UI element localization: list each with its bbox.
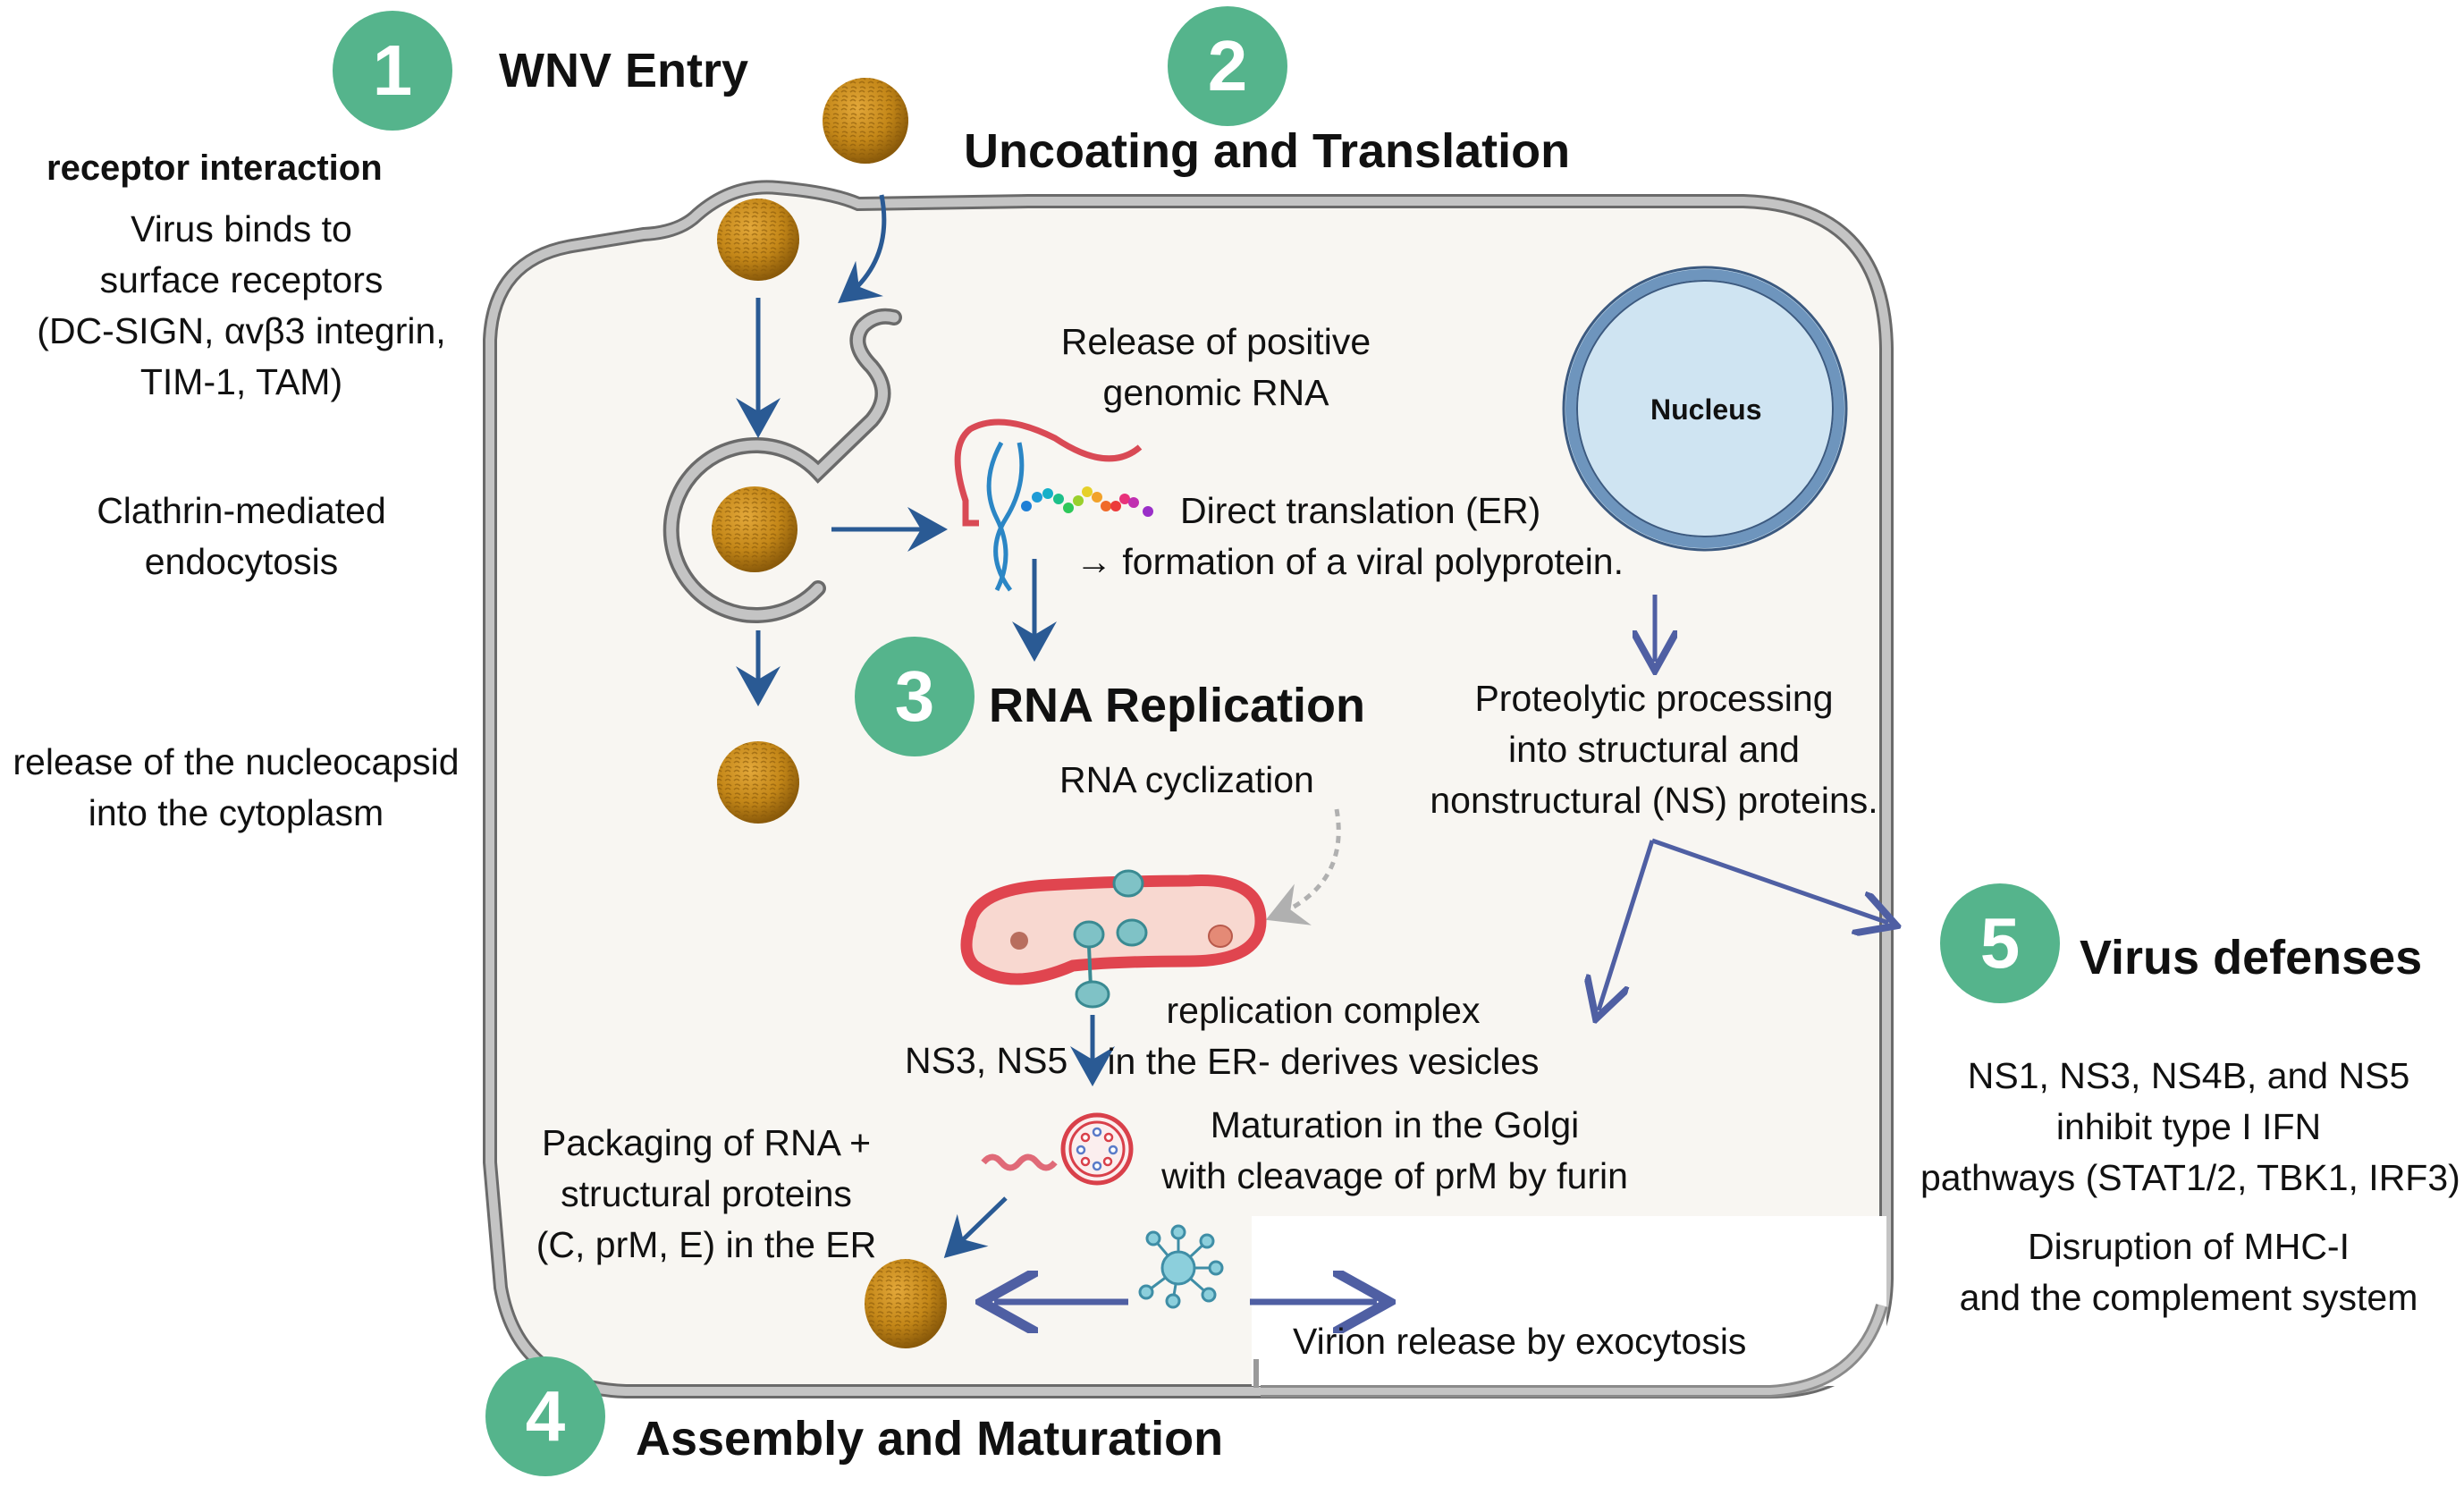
step-1-badge: 1 [333, 11, 452, 131]
step-4-badge: 4 [485, 1356, 605, 1476]
text-line: inhibit type I IFN [2055, 1106, 2322, 1147]
packaging-description: Packaging of RNA + structural proteins (… [519, 1118, 894, 1271]
receptor-description: Virus binds to surface receptors (DC-SIG… [18, 204, 465, 408]
step-1-number: 1 [372, 30, 413, 110]
step-2-badge: 2 [1168, 6, 1287, 126]
step-1-title: WNV Entry [499, 44, 749, 97]
ifn-inhibition-description: NS1, NS3, NS4B, and NS5 inhibit type I I… [1920, 1051, 2460, 1204]
mature-virion-icon [1138, 1224, 1224, 1309]
step-3-title: RNA Replication [989, 679, 1366, 732]
arrow-to-virus-defenses [1651, 838, 1888, 923]
text-line: Maturation in the Golgi [1210, 1104, 1580, 1145]
replication-complex-description: replication complex in the ER- derives v… [1100, 985, 1547, 1087]
exocytosis-text: Virion release by exocytosis [1293, 1321, 1747, 1362]
text-line: genomic RNA [1102, 372, 1329, 413]
text-line: into the cytoplasm [88, 792, 384, 833]
text-line: release of the nucleocapsid [13, 741, 460, 782]
text-line: endocytosis [144, 541, 339, 582]
text-line: (C, prM, E) in the ER [536, 1224, 877, 1265]
step-4-number: 4 [525, 1376, 566, 1456]
nucleus [1562, 266, 1848, 552]
virion-outside [823, 78, 908, 164]
step-5-title: Virus defenses [2080, 931, 2423, 984]
text-line: structural proteins [561, 1173, 852, 1214]
text-line: pathways (STAT1/2, TBK1, IRF3) [1920, 1157, 2460, 1198]
arrow-to-assembly [943, 1196, 1008, 1258]
polypeptide-chain [1021, 486, 1153, 517]
text-line: and the complement system [1959, 1277, 2418, 1318]
er-vesicle-icon [960, 869, 1267, 1009]
text-line: Packaging of RNA + [541, 1122, 872, 1163]
text-line: nonstructural (NS) proteins. [1430, 780, 1878, 821]
text-line: Proteolytic processing [1474, 678, 1834, 719]
mhc-disruption-description: Disruption of MHC-I and the complement s… [1920, 1221, 2457, 1323]
text-line: in the ER- derives vesicles [1107, 1041, 1540, 1082]
virion-bound [717, 199, 799, 281]
text-line: TIM-1, TAM) [139, 361, 343, 402]
genomic-rna-description: Release of positive genomic RNA [1010, 317, 1422, 418]
step-2-number: 2 [1207, 26, 1248, 106]
text-line: into structural and [1508, 729, 1800, 770]
arrow-uncoating-curve [838, 194, 887, 304]
text-line: Virus binds to [131, 208, 352, 249]
arrow-cyclization [1265, 808, 1341, 925]
rna-cyclization-text: RNA cyclization [1059, 759, 1314, 800]
virion-endosome [712, 486, 797, 572]
step-5-number: 5 [1979, 903, 2021, 983]
endocytosis-description: Clathrin-mediated endocytosis [18, 486, 465, 587]
text-line: replication complex [1166, 990, 1481, 1031]
golgi-maturation-description: Maturation in the Golgi with cleavage of… [1135, 1100, 1654, 1202]
ns3-ns5-label: NS3, NS5 [905, 1040, 1068, 1081]
text-line: with cleavage of prM by furin [1161, 1155, 1628, 1196]
endosome-icon [662, 308, 902, 623]
step-3-number: 3 [894, 656, 935, 736]
proteolytic-description: Proteolytic processing into structural a… [1404, 673, 1904, 826]
cell [483, 180, 1894, 1398]
text-line: Release of positive [1060, 321, 1371, 362]
step-3-badge: 3 [855, 637, 975, 756]
step-5-badge: 5 [1940, 883, 2060, 1003]
genomic-rna-icon [954, 418, 1153, 592]
text-line: (DC-SIGN, αvβ3 integrin, [37, 310, 446, 351]
direct-translation-text: Direct translation (ER) [1180, 490, 1541, 531]
nucleus-label: Nucleus [1650, 393, 1762, 426]
golgi-vesicle-icon [981, 1112, 1134, 1186]
polyprotein-text: → formation of a viral polyprotein. [1076, 541, 1624, 582]
step-4-title: Assembly and Maturation [636, 1412, 1224, 1466]
virion-assembled [865, 1259, 947, 1348]
nucleocapsid-release-description: release of the nucleocapsid into the cyt… [0, 737, 472, 839]
text-line: Clathrin-mediated [97, 490, 386, 531]
step-2-title: Uncoating and Translation [964, 124, 1571, 178]
text-line: Disruption of MHC-I [2028, 1226, 2350, 1267]
arrow-to-defenses [1599, 840, 1655, 1010]
receptor-interaction-heading: receptor interaction [46, 148, 383, 188]
text-line: NS1, NS3, NS4B, and NS5 [1967, 1055, 2410, 1096]
text-line: surface receptors [99, 259, 384, 300]
virion-released [717, 741, 799, 824]
